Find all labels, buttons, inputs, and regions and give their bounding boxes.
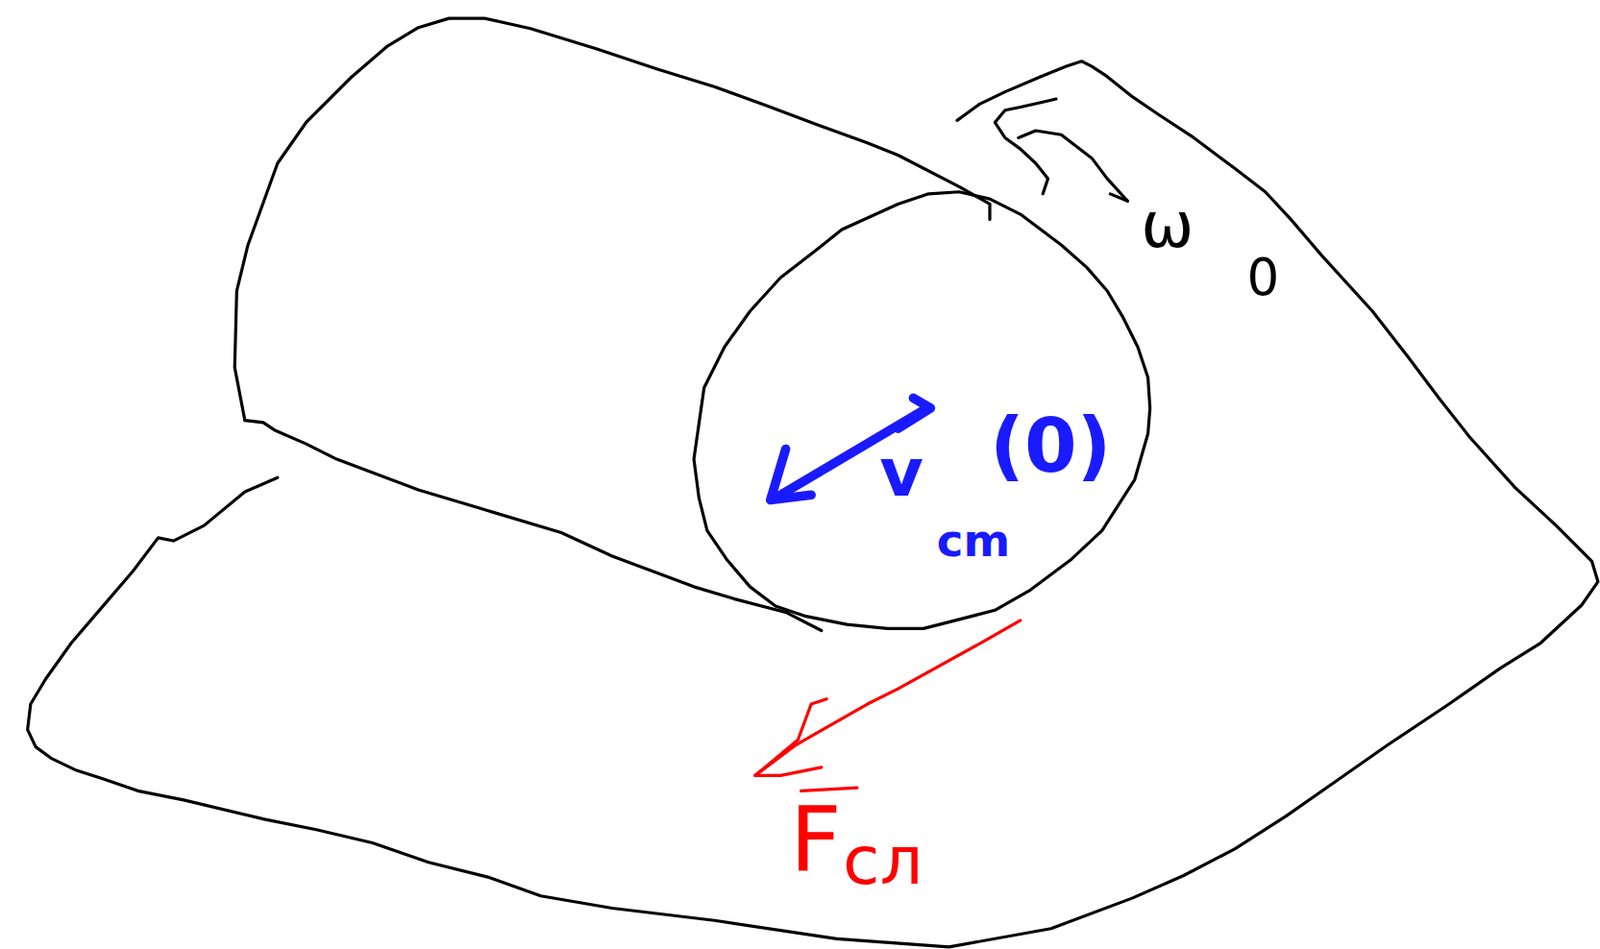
force-subscript: сл [842,827,923,895]
cylinder-end-face [693,192,1151,630]
velocity-arrowhead [897,397,931,429]
velocity-subscript: cm [936,518,1010,565]
rotation-arrowhead [1109,194,1128,201]
rotation-arrow [994,98,1057,195]
cylinder-bottom-edge [245,420,822,632]
rotation-arrow [1018,130,1129,201]
velocity-symbol: v [879,439,924,507]
cylinder-top-edge [234,18,990,421]
plane-surface [27,61,1599,948]
force-vector-bar [801,787,858,791]
force-arrowhead [755,699,827,777]
force-symbol: F [789,794,842,885]
velocity-arrowhead [770,448,812,500]
force-arrow [755,620,1021,776]
omega-subscript: 0 [1247,252,1280,304]
velocity-argument: (0) [989,408,1112,485]
omega-label: ω [1140,194,1194,258]
